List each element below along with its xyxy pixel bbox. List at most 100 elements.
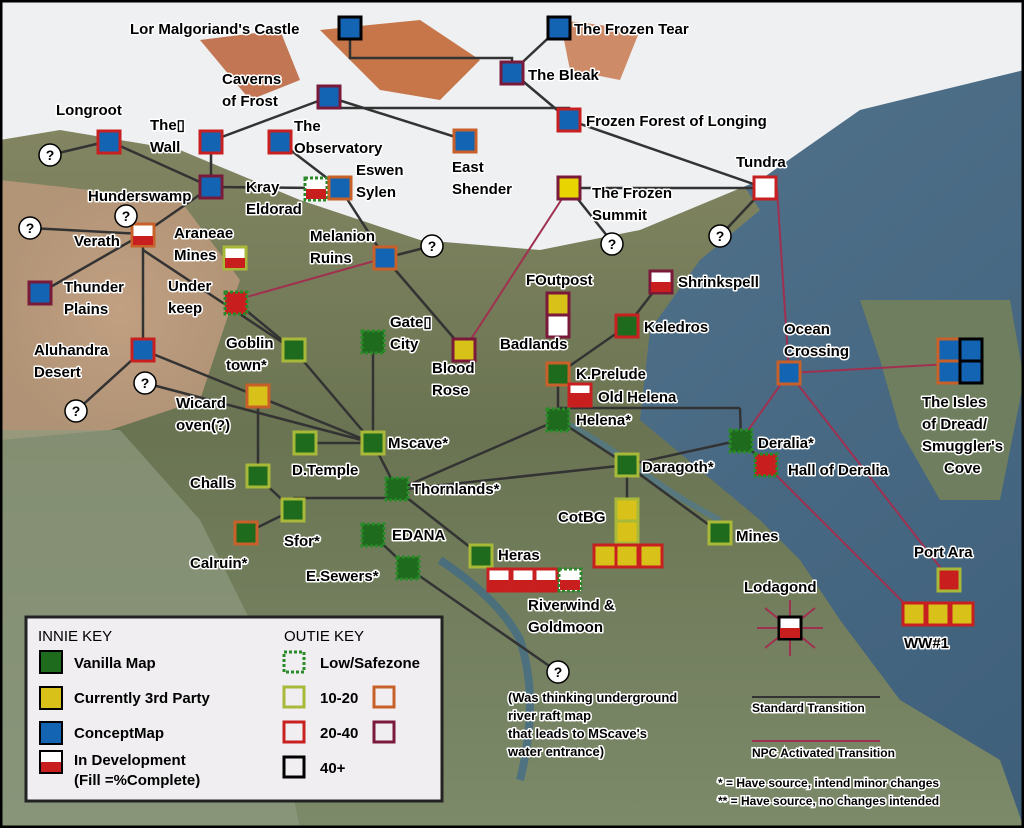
node-esewers[interactable] <box>395 555 421 581</box>
swatch-40-plus <box>282 755 306 779</box>
node-helena[interactable] <box>545 407 571 433</box>
label-port-ara: Port Ara <box>914 544 973 561</box>
svg-text:?: ? <box>716 228 725 244</box>
label-melanion-ruins: Ruins <box>310 250 352 267</box>
label-isles: The Isles <box>922 394 986 411</box>
node-calruin[interactable] <box>233 520 259 546</box>
label-heras: Heras <box>498 547 540 564</box>
node-underkeep[interactable] <box>223 290 249 316</box>
node-challs[interactable] <box>245 463 271 489</box>
node-goblin-town[interactable] <box>281 337 307 363</box>
label-underkeep: Under <box>168 278 212 295</box>
node-mscave[interactable] <box>360 430 386 456</box>
label-ocean-crossing: Crossing <box>784 343 849 360</box>
node-longroot[interactable] <box>96 129 122 155</box>
node-kprelude[interactable] <box>545 361 571 387</box>
node-thornlands[interactable] <box>384 476 410 502</box>
node-kray-eldorad[interactable] <box>303 176 329 202</box>
unknown-marker[interactable]: ? <box>18 216 42 240</box>
unknown-marker[interactable]: ? <box>420 234 444 258</box>
label-thunder-plains: Thunder <box>64 279 124 296</box>
node-tundra[interactable] <box>752 175 778 201</box>
node-observatory[interactable] <box>267 129 293 155</box>
unknown-marker[interactable]: ? <box>64 399 88 423</box>
svg-text:?: ? <box>141 375 150 391</box>
node-verath[interactable] <box>130 222 156 248</box>
label-observatory: The <box>294 118 321 135</box>
transition-line <box>626 438 742 467</box>
node-port-ara[interactable] <box>936 567 962 593</box>
unknown-marker[interactable]: ? <box>546 660 570 684</box>
innie-key-item: ConceptMap <box>74 725 164 742</box>
swatch-vanilla <box>39 650 63 674</box>
node-hall-of-deralia[interactable] <box>753 452 779 478</box>
label-frozen-summit: Summit <box>592 207 647 224</box>
label-araneae-mines: Araneae <box>174 225 233 242</box>
npc-transition-line <box>788 363 951 374</box>
label-helena: Helena* <box>576 412 631 429</box>
label-observatory: Observatory <box>294 140 383 157</box>
node-isles-of-dread[interactable] <box>936 337 984 385</box>
map-nodes <box>27 15 984 641</box>
node-edana[interactable] <box>360 522 386 548</box>
innie-key-fill-note: (Fill =%Complete) <box>74 772 200 789</box>
label-ww1: WW#1 <box>904 635 949 652</box>
node-eswen-sylen[interactable] <box>327 175 353 201</box>
node-lodagond[interactable] <box>777 615 803 641</box>
node-heras[interactable] <box>468 543 494 569</box>
unknown-marker[interactable]: ? <box>38 143 62 167</box>
label-calruin: Calruin* <box>190 555 248 572</box>
node-ww1[interactable] <box>901 601 975 627</box>
swatch-20-40-alt <box>372 720 396 744</box>
label-wall: The▯ <box>150 117 185 134</box>
node-blood-rose[interactable] <box>451 337 477 363</box>
node-keledros[interactable] <box>614 313 640 339</box>
node-thunder-plains[interactable] <box>27 280 53 306</box>
svg-text:?: ? <box>26 220 35 236</box>
node-riverwind[interactable] <box>486 567 583 593</box>
node-frozen-tear[interactable] <box>546 15 572 41</box>
node-hunderswamp[interactable] <box>198 174 224 200</box>
label-lodagond: Lodagond <box>744 579 816 596</box>
node-frozen-summit[interactable] <box>556 175 582 201</box>
label-tundra: Tundra <box>736 154 786 171</box>
label-caverns: of Frost <box>222 93 278 110</box>
node-east-shender[interactable] <box>452 128 478 154</box>
unknown-marker[interactable]: ? <box>600 232 624 256</box>
unknown-marker[interactable]: ? <box>114 204 138 228</box>
label-goblin-town: Goblin <box>226 335 274 352</box>
node-melanion-ruins[interactable] <box>372 245 398 271</box>
unknown-marker[interactable]: ? <box>133 371 157 395</box>
node-deralia[interactable] <box>728 428 754 454</box>
node-the-wall[interactable] <box>198 129 224 155</box>
label-riverwind: Riverwind & <box>528 597 615 614</box>
label-underkeep: keep <box>168 300 202 317</box>
node-caverns-of-frost[interactable] <box>316 84 342 110</box>
node-bleak[interactable] <box>499 60 525 86</box>
node-wicard-oven[interactable] <box>245 383 271 409</box>
label-esewers: E.Sewers* <box>306 568 379 585</box>
label-deralia: Deralia* <box>758 435 814 452</box>
unknown-marker[interactable]: ? <box>708 224 732 248</box>
node-ocean-crossing[interactable] <box>776 360 802 386</box>
node-lor-castle[interactable] <box>337 15 363 41</box>
label-kprelude: K.Prelude <box>576 366 646 383</box>
node-sfor[interactable] <box>280 497 306 523</box>
node-old-helena[interactable] <box>567 382 593 408</box>
node-araneae-mines[interactable] <box>222 245 248 271</box>
node-shrinkspell[interactable] <box>648 269 674 295</box>
node-cotbg[interactable] <box>592 497 664 569</box>
label-mines: Mines <box>736 528 779 545</box>
node-mines[interactable] <box>707 520 733 546</box>
node-frozen-forest[interactable] <box>556 107 582 133</box>
node-aluhandra[interactable] <box>130 337 156 363</box>
label-thunder-plains: Plains <box>64 301 108 318</box>
node-gate-city[interactable] <box>360 329 386 355</box>
node-dtemple[interactable] <box>292 430 318 456</box>
node-daragoth[interactable] <box>614 452 640 478</box>
label-wicard-oven: oven(?) <box>176 417 230 434</box>
label-blood-rose: Rose <box>432 382 469 399</box>
node-foutpost[interactable] <box>545 291 571 339</box>
label-shrinkspell: Shrinkspell <box>678 274 759 291</box>
